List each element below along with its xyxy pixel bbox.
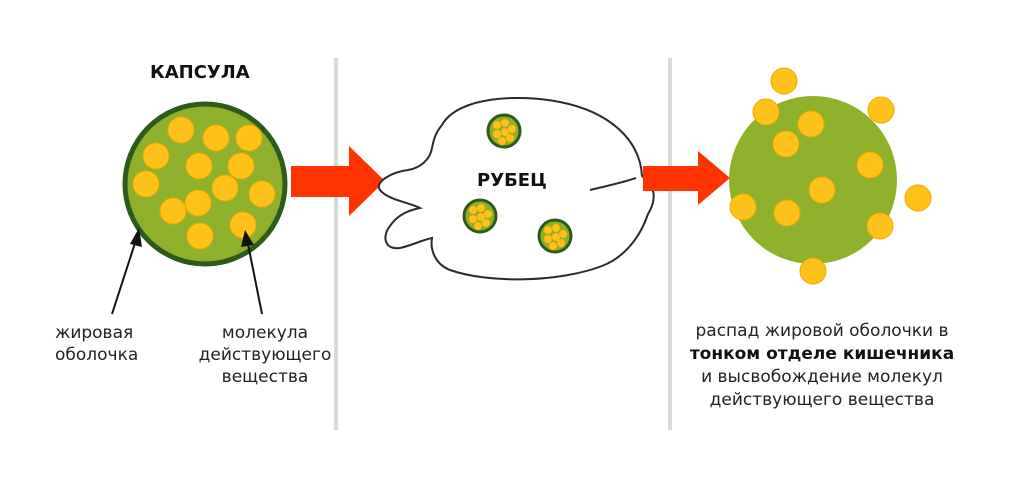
intestine-caption-line3: и высвобождение молекул: [701, 367, 943, 387]
divider-left: [334, 58, 338, 430]
label-pointer-molecule: [241, 230, 263, 315]
molecule: [799, 257, 827, 285]
released-molecules: [729, 67, 932, 285]
molecule: [752, 98, 780, 126]
molecule-label-line3: вещества: [221, 367, 309, 387]
molecule-label: молекула действующего вещества: [180, 322, 350, 388]
fat-shell-label: жировая оболочка: [55, 322, 138, 366]
molecule: [229, 211, 257, 239]
rumen-inner-fold: [589, 177, 637, 191]
fat-shell-label-line1: жировая: [55, 323, 134, 343]
intestine-caption: распад жировой оболочки в тонком отделе …: [672, 320, 972, 412]
molecule: [167, 116, 195, 144]
capsule-molecules: [132, 116, 276, 250]
molecule: [866, 212, 894, 240]
rumen-capsule-1: [486, 113, 522, 149]
molecule: [227, 152, 255, 180]
divider-right: [668, 58, 672, 430]
capsule: [122, 101, 288, 267]
molecule: [772, 130, 800, 158]
rumen-capsule-2: [462, 198, 498, 234]
intestine-caption-line4: действующего вещества: [709, 390, 935, 410]
rumen-capsule-3: [537, 218, 573, 254]
molecule: [159, 197, 187, 225]
molecule: [211, 174, 239, 202]
dissolving-capsule: [729, 67, 932, 285]
molecule: [202, 124, 230, 152]
molecule-label-line1: молекула: [221, 323, 309, 343]
fat-shell-label-line2: оболочка: [55, 345, 139, 365]
molecule: [248, 180, 276, 208]
molecule: [904, 184, 932, 212]
molecule: [235, 124, 263, 152]
process-arrow-2: [643, 151, 730, 205]
molecule: [142, 142, 170, 170]
molecule: [729, 193, 757, 221]
molecule: [185, 152, 213, 180]
molecule: [770, 67, 798, 95]
label-pointer-shell: [111, 228, 142, 315]
capsule-title: КАПСУЛА: [150, 62, 250, 83]
molecule: [186, 222, 214, 250]
rumen-outline: [377, 96, 655, 281]
rumen-title: РУБЕЦ: [477, 170, 547, 191]
molecule: [184, 189, 212, 217]
molecule: [867, 96, 895, 124]
intestine-caption-line1: распад жировой оболочки в: [695, 321, 949, 341]
process-arrow-1: [291, 146, 385, 216]
molecule: [856, 151, 884, 179]
intestine-caption-line2: тонком отделе кишечника: [689, 344, 955, 364]
molecule: [797, 110, 825, 138]
molecule: [773, 199, 801, 227]
molecule-label-line2: действующего: [198, 345, 332, 365]
molecule: [808, 176, 836, 204]
molecule: [132, 170, 160, 198]
